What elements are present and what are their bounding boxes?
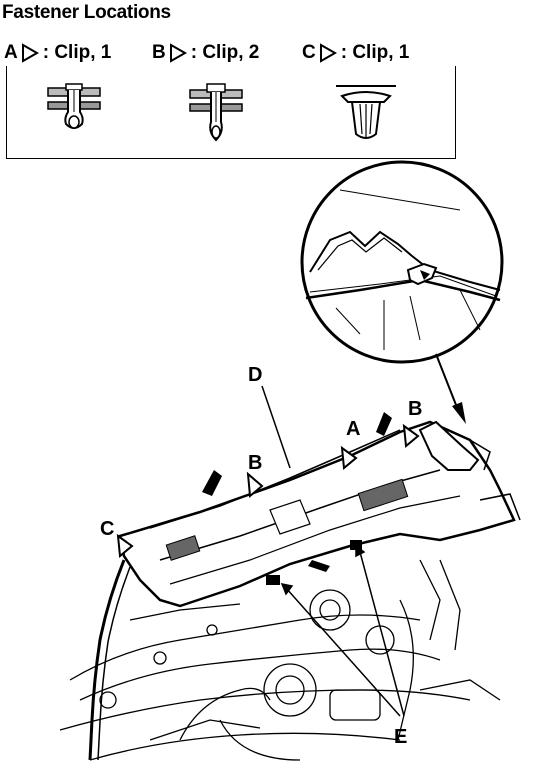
engine-bay-background: [59, 559, 501, 761]
direction-arrow-icon: [202, 412, 392, 572]
detail-pointer-arrow: [435, 353, 466, 424]
clip-marker-b1: [246, 471, 264, 498]
legend-item-c: C : Clip, 1: [302, 42, 409, 64]
detail-magnifier: [300, 160, 504, 364]
callout-d: D: [248, 364, 263, 386]
callout-b1: B: [248, 452, 263, 474]
page-title: Fastener Locations: [2, 2, 171, 23]
legend-item-a: A : Clip, 1: [4, 42, 111, 64]
clip-type-c-icon: [336, 85, 396, 139]
cowl-cover-part: [118, 420, 521, 608]
callout-b2: B: [408, 398, 423, 420]
legend-box: [6, 66, 456, 159]
clip-marker-c: [116, 533, 134, 558]
clip-marker-a: [340, 445, 358, 470]
hose: [88, 559, 133, 761]
triangle-pointer-icon: [169, 43, 187, 63]
legend-text-c: : Clip, 1: [340, 42, 410, 63]
triangle-pointer-icon: [21, 43, 39, 63]
callout-e: E: [394, 726, 408, 748]
clip-type-a-icon: [47, 83, 101, 129]
legend-letter-c: C: [302, 42, 316, 63]
callout-c: C: [100, 518, 115, 540]
triangle-pointer-icon: [319, 43, 337, 63]
callout-a: A: [346, 418, 361, 440]
clip-marker-b2: [402, 423, 420, 448]
legend-text-b: : Clip, 2: [190, 42, 260, 63]
legend-item-b: B : Clip, 2: [152, 42, 259, 64]
leader-lines: [261, 385, 405, 717]
legend-letter-b: B: [152, 42, 166, 63]
clip-markers: [116, 423, 420, 558]
legend-letter-a: A: [4, 42, 18, 63]
clip-type-b-icon: [189, 83, 243, 142]
legend-text-a: : Clip, 1: [42, 42, 112, 63]
